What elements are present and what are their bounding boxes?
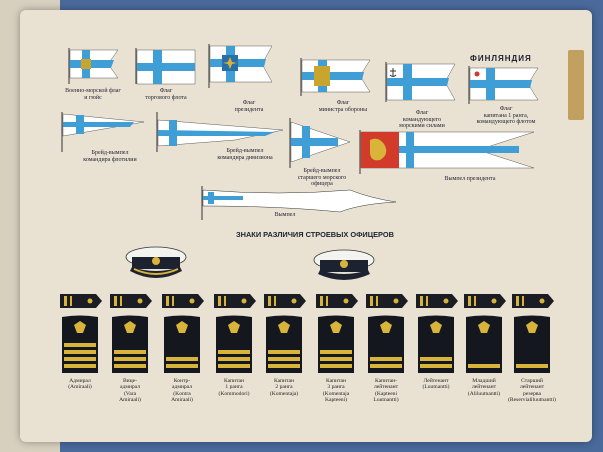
pennant-flotilla: [61, 112, 145, 152]
pennant-caption-5: Вымпел: [274, 212, 296, 218]
flag-caption-4: Флаг министра обороны: [318, 100, 368, 113]
rank-caption: Лейтенант (Luutnantti): [422, 378, 450, 391]
flag-caption-3: Флаг президента: [234, 100, 264, 113]
rank-caption: Капитан- лейтенант (Kapteeni Luutnantti): [373, 378, 399, 403]
sleeve-insignia: [266, 315, 302, 373]
sleeve-insignia: [418, 315, 454, 373]
sleeve-insignia: [62, 315, 98, 373]
flag-defence-minister: [300, 58, 371, 96]
rank-caption: Вице- адмирал (Vara Amiraali): [119, 378, 141, 403]
rank-caption: Капитан 2 ранга (Komentaja): [269, 378, 299, 397]
flag-caption-6: Флаг капитана 1 ранга, командующего флот…: [476, 106, 536, 125]
rank-caption: Младший лейтенант (Aliluutnantti): [467, 378, 501, 397]
shoulder-board: [110, 294, 152, 308]
rank-caption: Старший лейтенант резерва (Reservialiluu…: [508, 378, 556, 403]
flag-navy-commander: [385, 62, 456, 102]
pennant-senior-officer: [289, 118, 351, 168]
flag-naval-ensign: [68, 48, 119, 84]
sleeve-insignia: [216, 315, 252, 373]
shoulder-board: [464, 294, 506, 308]
shoulder-board: [214, 294, 256, 308]
pennant-caption-2: Брейд-вымпел командира дивизиона: [217, 148, 273, 161]
sleeve-insignia: [164, 315, 200, 373]
pennant-caption-1: Брейд-вымпел командира флотилии: [83, 150, 137, 163]
admiral-cap: [125, 246, 187, 278]
shoulder-board: [416, 294, 458, 308]
pennant-plain: [201, 186, 397, 220]
shoulder-board: [316, 294, 358, 308]
country-title: ФИНЛЯНДИЯ: [470, 54, 532, 63]
shoulder-board: [60, 294, 102, 308]
page-tab: [568, 50, 584, 120]
pennant-caption-4: Вымпел президента: [444, 176, 496, 182]
flag-merchant: [135, 48, 196, 85]
sleeve-insignia: [112, 315, 148, 373]
sleeve-insignia: [466, 315, 502, 373]
flag-caption-5: Флаг командующего морскими силами: [399, 110, 445, 129]
rank-caption: Капитан 1 ранга (Kommodori): [218, 378, 250, 397]
pennant-caption-3: Брейд-вымпел старшего морского офицера: [297, 168, 347, 187]
section-title: ЗНАКИ РАЗЛИЧИЯ СТРОЕВЫХ ОФИЦЕРОВ: [236, 230, 394, 239]
shoulder-board: [264, 294, 306, 308]
officer-cap: [313, 249, 375, 280]
flag-caption-1: Военно-морской флаг и гюйс: [65, 88, 121, 101]
sleeve-insignia: [514, 315, 550, 373]
shoulder-board: [512, 294, 554, 308]
sleeve-insignia: [368, 315, 404, 373]
shoulder-board: [162, 294, 204, 308]
shoulder-board: [366, 294, 408, 308]
flag-fleet-commander: [468, 66, 539, 104]
rank-caption: Капитан 3 ранга (Komentaja Kapteeni): [322, 378, 350, 403]
rank-caption: Контр- адмирал (Kontra Amiraali): [171, 378, 193, 403]
sleeve-insignia: [318, 315, 354, 373]
flag-president: [208, 44, 273, 88]
rank-caption: Адмирал (Amiraali): [68, 378, 92, 391]
pennant-division: [156, 112, 284, 152]
flag-caption-2: Флаг торгового флота: [145, 88, 187, 101]
pennant-president: [359, 130, 535, 174]
